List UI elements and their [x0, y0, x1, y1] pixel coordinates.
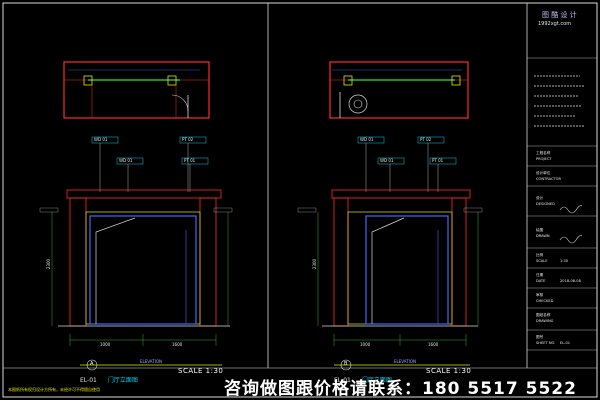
- tb-project-label: 工程名称: [536, 151, 551, 155]
- watermark-stamp: 图 酷 设 计 1992xgt.com: [536, 12, 584, 38]
- tb-check-en: CHECKED: [536, 299, 554, 303]
- right-plan-view: [329, 61, 469, 119]
- dim-left-width-b: 1600: [172, 342, 183, 347]
- tb-date-value: 2018-08-08: [560, 279, 581, 283]
- right-view-marker: B: [344, 361, 348, 367]
- left-plan-view: [63, 61, 210, 119]
- tb-drawn-label: 绘图: [536, 228, 544, 232]
- tag-right-d: PT 01: [432, 158, 444, 163]
- left-view-elevation: ELEVATION: [140, 359, 162, 364]
- right-view-scale: SCALE 1:30: [426, 367, 472, 375]
- dim-left-width-a: 1000: [100, 342, 111, 347]
- footer-note: 本图纸所有权归设计方所有，未经许可不得擅自使用: [8, 387, 100, 392]
- tb-scale-label: 比例: [536, 253, 544, 257]
- left-view-scale: SCALE 1:30: [178, 367, 224, 375]
- dim-right-width-b: 1600: [428, 342, 439, 347]
- stamp-site: 1992xgt.com: [538, 21, 572, 27]
- right-view-elevation: ELEVATION: [394, 359, 416, 364]
- tb-drawing-no: EL-01: [560, 341, 571, 345]
- tb-drawing-en: DRAWING: [536, 319, 554, 323]
- tb-date-en: DATE: [536, 279, 546, 283]
- contact-banner: 咨询做图跟价格请联系：180 5517 5522: [224, 379, 577, 399]
- left-elevation: [39, 136, 233, 371]
- tag-right-b: WD 01: [380, 158, 394, 163]
- tb-designer-label: 设计: [536, 196, 544, 200]
- tag-left-a: WD 01: [94, 137, 108, 142]
- tb-check-label: 审核: [536, 293, 544, 297]
- right-view-title: EL-01 门厅立面图: [334, 377, 392, 384]
- tb-date-label: 日期: [536, 273, 544, 277]
- tb-contractor-en: CONTRACTOR: [536, 177, 561, 181]
- stamp-brand: 图 酷 设 计: [542, 11, 577, 19]
- tag-right-c: PT 02: [420, 137, 432, 142]
- tag-right-a: WD 01: [360, 137, 374, 142]
- tb-scale-value: 1:30: [560, 259, 569, 263]
- dim-right-width-a: 1000: [360, 342, 371, 347]
- tag-left-b: WD 01: [119, 158, 133, 163]
- tb-sheet-en: SHEET NO.: [536, 341, 556, 345]
- tb-scale-en: SCALE: [536, 259, 548, 263]
- tb-drawn-en: DRAWN: [536, 234, 550, 238]
- tag-left-c: PT 02: [182, 137, 194, 142]
- tb-sheet-label: 图号: [536, 335, 544, 339]
- dim-left-height: 2300: [46, 258, 52, 270]
- left-view-title: EL-01 门厅立面图: [80, 377, 138, 384]
- title-block-grid: [527, 57, 597, 351]
- tb-drawing-label: 图纸名称: [536, 313, 551, 317]
- tb-designer-en: DESIGNED: [536, 202, 555, 206]
- tag-left-d: PT 01: [184, 158, 196, 163]
- right-elevation: [297, 136, 483, 371]
- dim-right-height: 2300: [312, 258, 318, 270]
- tb-project-en: PROJECT: [536, 157, 552, 161]
- left-view-marker: A: [90, 361, 94, 367]
- tb-contractor-label: 设计单位: [536, 171, 551, 175]
